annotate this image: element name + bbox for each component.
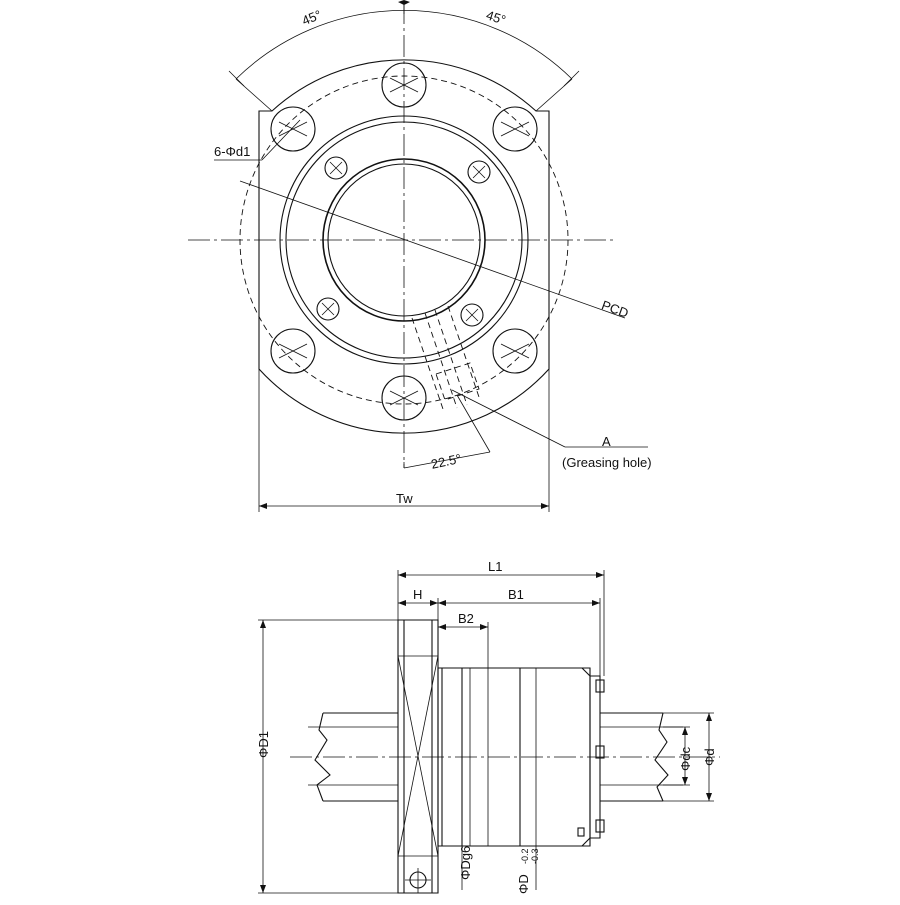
greasing-hole [411, 305, 491, 453]
width-label: Tw [396, 491, 413, 506]
d-outer-label: ΦD [516, 874, 531, 894]
angle-right-label: 45° [484, 7, 507, 27]
screw-icon [316, 297, 340, 321]
bolt-hole [381, 62, 427, 108]
tol-lower-label: -0.3 [530, 848, 540, 864]
screw-icon [324, 156, 348, 180]
greasing-letter-label: A [602, 434, 611, 449]
greasing-desc-label: (Greasing hole) [562, 455, 652, 470]
length-label: L1 [488, 559, 502, 574]
angle-left-label: 45° [300, 7, 324, 28]
bolt-hole [270, 328, 316, 374]
bolt-hole [270, 106, 316, 152]
bolt-hole [492, 328, 538, 374]
d-label: Φd [702, 748, 717, 766]
bolt-hole [492, 106, 538, 152]
flange-dia-label: ΦD1 [256, 731, 271, 758]
side-view: L1 H B1 B2 ΦD1 ΦDg6 ΦD -0.2 -0.3 Φdc Φd [256, 559, 720, 894]
dc-label: Φdc [678, 746, 693, 771]
front-view: 45° 45° 6-Φd1 PCD 22.5° A (Greasing hole… [188, 0, 652, 512]
pcd-label: PCD [600, 297, 631, 320]
angle-greasing-label: 22.5° [430, 451, 463, 472]
b2-label: B2 [458, 611, 474, 626]
tol-upper-label: -0.2 [520, 848, 530, 864]
body-label: B1 [508, 587, 524, 602]
flange-label: H [413, 587, 422, 602]
bolt-hole [381, 375, 427, 421]
screw-icon [467, 160, 491, 184]
dg-label: ΦDg6 [458, 846, 473, 880]
screw-icon [460, 303, 484, 327]
bolt-holes-label: 6-Φd1 [214, 144, 250, 159]
